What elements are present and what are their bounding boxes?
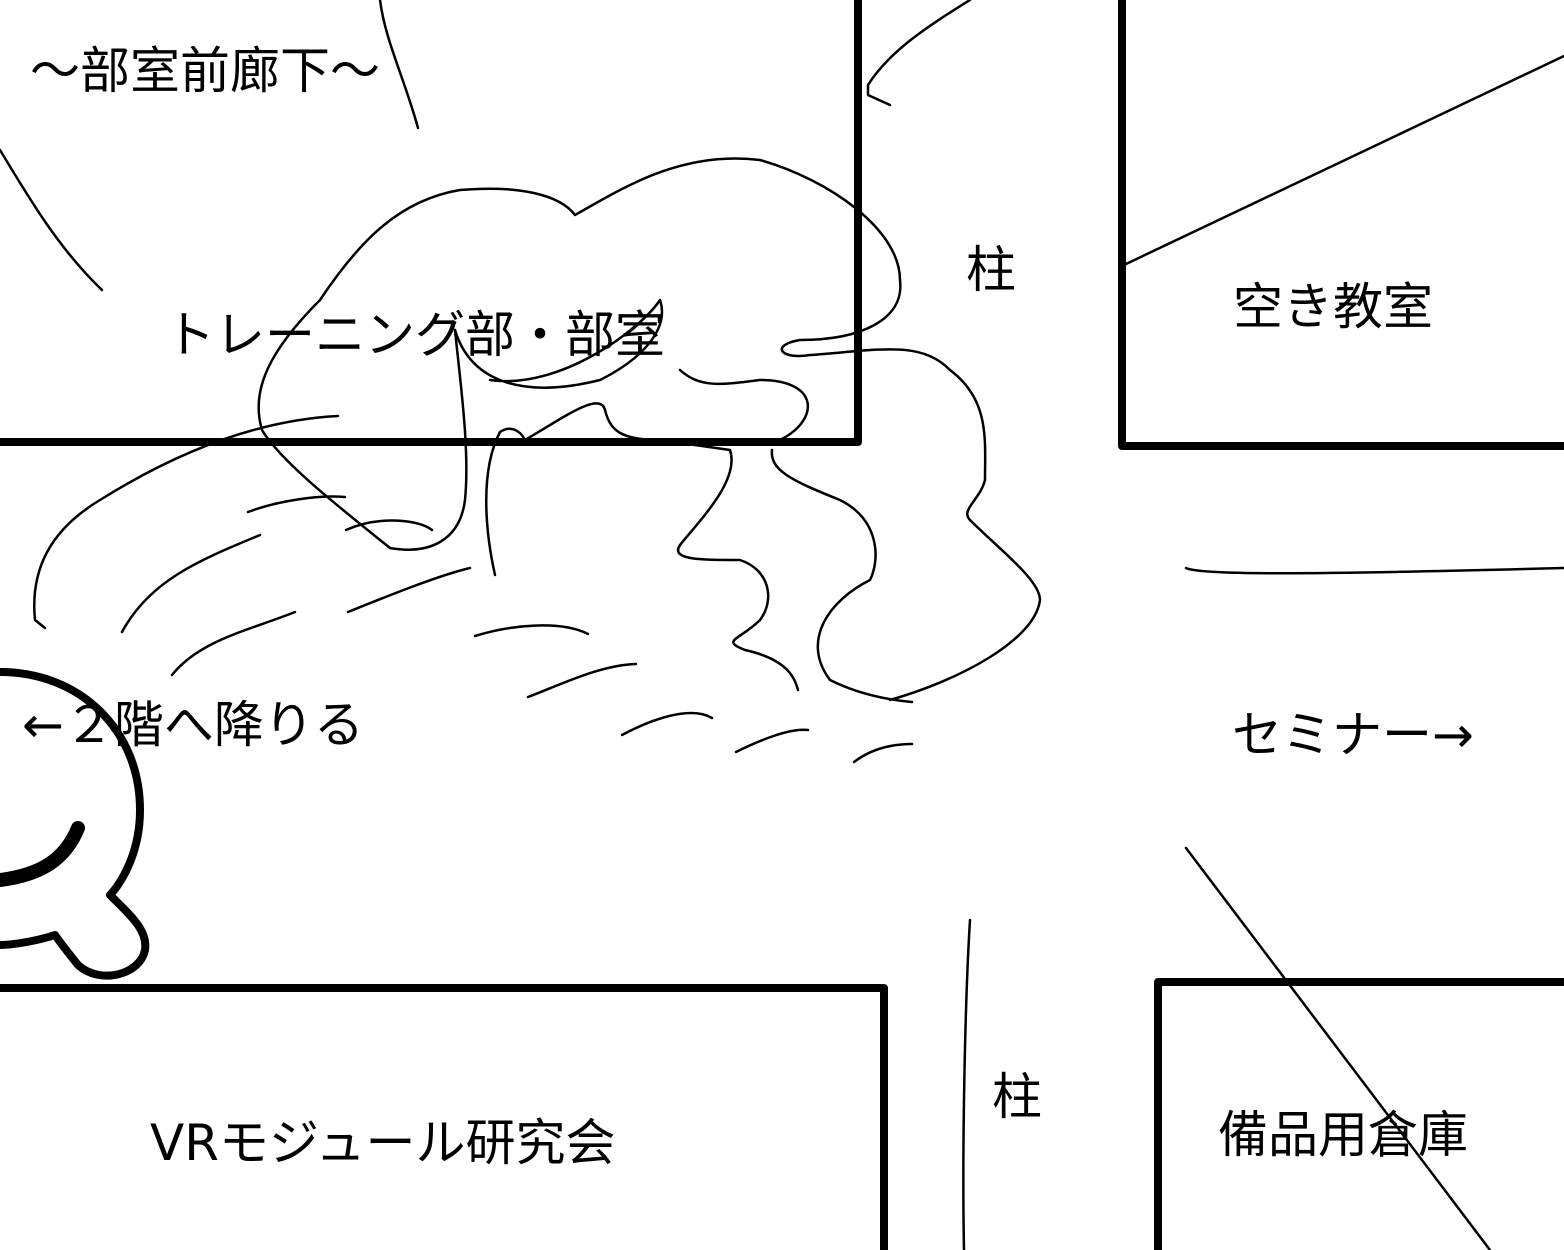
storage-wall: [1154, 978, 1564, 1250]
empty-classroom-label: 空き教室: [1233, 278, 1433, 336]
downstairs-direction-label: ←２階へ降りる: [22, 696, 364, 754]
classroom-wall: [1118, 0, 1564, 450]
training-room-wall: [0, 0, 862, 446]
vr-room-wall: [0, 984, 888, 1250]
pillar-label-lower: 柱: [992, 1068, 1042, 1126]
map-title: 〜部室前廊下〜: [30, 42, 380, 100]
seminar-direction-label: セミナー→: [1232, 706, 1474, 764]
vr-module-room-label: VRモジュール研究会: [150, 1114, 616, 1172]
round-character-icon: [0, 668, 150, 980]
pillar-label-upper: 柱: [966, 241, 1016, 299]
storage-room-label: 備品用倉庫: [1218, 1106, 1468, 1164]
training-club-room-label: トレーニング部・部室: [165, 306, 665, 364]
